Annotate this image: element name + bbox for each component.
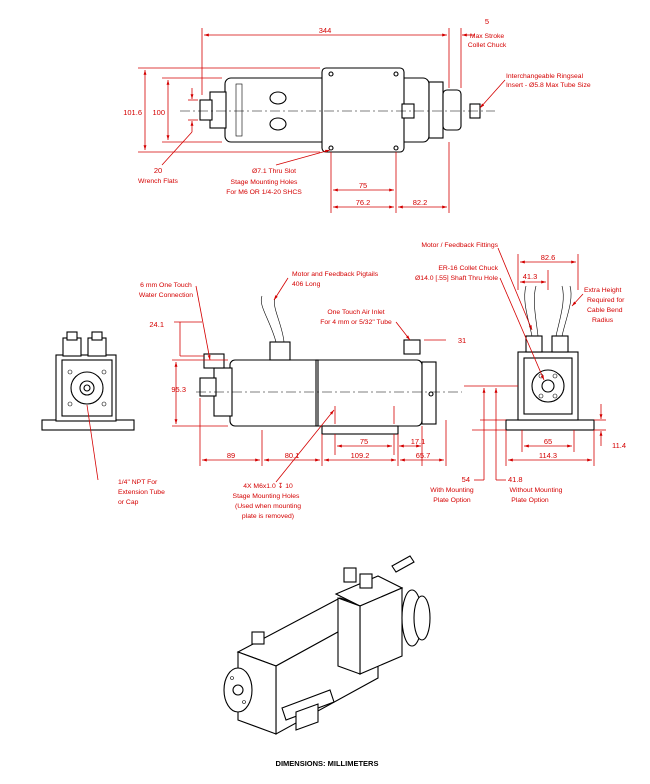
dim-20: 20 [154,166,162,175]
dim-31: 31 [458,336,466,345]
side-view-dimensions: 6 mm One Touch Water Connection Motor an… [139,271,466,520]
top-view-dimensions: 344 5 Max Stroke Collet Chuck Interchang… [123,17,591,213]
collet-label-2: Ø14.0 [.55] Shaft Thru Hole [415,275,498,282]
dim-114-3: 114.3 [539,451,557,460]
without-plate-label-2: Plate Option [511,497,549,504]
dim-344: 344 [319,26,332,35]
pigtails-label-2: 406 Long [292,281,321,288]
fittings-label: Motor / Feedback Fittings [421,242,498,249]
tapped-label-3: (Used when mounting [235,503,301,510]
npt-label-3: or Cap [118,499,139,506]
collet-label-1: ER-16 Collet Chuck [438,265,498,272]
ringseal-label-2: Insert - Ø5.8 Max Tube Size [506,82,591,89]
dim-82-6: 82.6 [541,253,556,262]
airinlet-label-2: For 4 mm or 5/32" Tube [320,319,392,326]
dim-75-top: 75 [359,181,367,190]
rear-end-view-body [505,285,595,431]
top-view: 344 5 Max Stroke Collet Chuck Interchang… [123,17,591,213]
water-label-1: 6 mm One Touch [140,282,192,289]
slot-label-3: For M6 OR 1/4-20 SHCS [226,189,302,196]
extra-height-label-3: Cable Bend [587,307,623,314]
max-stroke-label-1: Max Stroke [470,33,505,40]
npt-label-1: 1/4" NPT For [118,479,158,486]
with-plate-label-1: With Mounting [430,487,474,494]
dim-24-1: 24.1 [149,320,164,329]
tapped-label-2: Stage Mounting Holes [233,493,300,500]
dim-80-1: 80.1 [285,451,300,460]
dim-17-1: 17.1 [411,437,426,446]
dim-54: 54 [462,475,470,484]
slot-label-1: Ø7.1 Thru Slot [252,168,296,175]
without-plate-label-1: Without Mounting [510,487,563,494]
top-view-body [180,67,495,153]
dimensions-units-note: DIMENSIONS: MILLIMETERS [276,759,379,768]
dim-75-side: 75 [360,437,368,446]
dim-109-2: 109.2 [351,451,370,460]
front-end-view: 1/4" NPT For Extension Tube or Cap [41,331,165,506]
dim-65-7: 65.7 [416,451,431,460]
dim-5: 5 [485,17,489,26]
dim-82-2: 82.2 [413,198,428,207]
with-plate-label-2: Plate Option [433,497,471,504]
isometric-view [223,555,431,735]
extra-height-label-1: Extra Height [584,287,622,294]
max-stroke-label-2: Collet Chuck [468,42,507,49]
extra-height-label-2: Required for [587,297,625,304]
dim-89: 89 [227,451,235,460]
side-view-body [196,295,462,435]
dim-65-end: 65 [544,437,552,446]
rear-end-view-dimensions: Motor / Feedback Fittings ER-16 Collet C… [415,242,626,504]
tapped-label-1: 4X M6x1.0 ↧ 10 [243,482,293,490]
pigtails-label-1: Motor and Feedback Pigtails [292,271,379,278]
slot-label-2: Stage Mounting Holes [231,179,298,186]
rear-end-view: Motor / Feedback Fittings ER-16 Collet C… [415,242,626,504]
extra-height-label-4: Radius [592,317,614,324]
tapped-label-4: plate is removed) [242,513,294,520]
dim-41-8: 41.8 [508,475,523,484]
ringseal-label-1: Interchangeable Ringseal [506,73,584,80]
airinlet-label-1: One Touch Air Inlet [327,309,384,316]
dim-95-3: 95.3 [171,385,186,394]
side-view: 6 mm One Touch Water Connection Motor an… [139,271,466,520]
dim-11-4: 11.4 [612,441,626,450]
dim-101-6: 101.6 [123,108,142,117]
dim-41-3: 41.3 [523,272,538,281]
npt-label-2: Extension Tube [118,489,165,496]
wrench-flats-label: Wrench Flats [138,178,179,185]
dim-76-2: 76.2 [356,198,371,207]
dim-100: 100 [152,108,165,117]
water-label-2: Water Connection [139,292,193,299]
